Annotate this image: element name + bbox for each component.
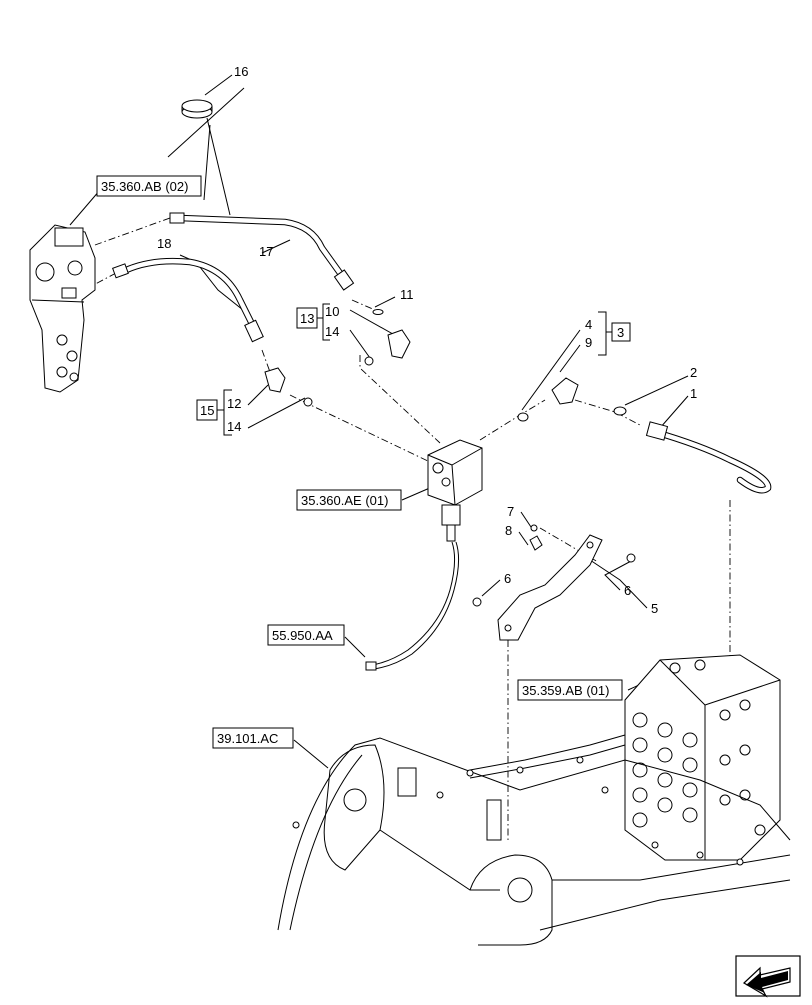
svg-text:39.101.AC: 39.101.AC bbox=[217, 731, 278, 746]
callout-1: 1 bbox=[690, 386, 697, 401]
loader-frame bbox=[277, 734, 791, 946]
group-box-3: 3 bbox=[598, 311, 631, 356]
reference-box-35-360-ab: 35.360.AB (02) bbox=[96, 175, 202, 197]
pump-assembly-left bbox=[29, 224, 96, 393]
svg-text:35.360.AB (02): 35.360.AB (02) bbox=[101, 179, 188, 194]
bracket-item-5 bbox=[472, 524, 636, 641]
callout-7: 7 bbox=[507, 504, 514, 519]
callout-17: 17 bbox=[259, 244, 273, 259]
callout-8: 8 bbox=[505, 523, 512, 538]
band-item-16 bbox=[181, 99, 213, 119]
callout-6b: 6 bbox=[624, 583, 631, 598]
svg-text:13: 13 bbox=[300, 311, 314, 326]
reference-box-35-360-ae: 35.360.AE (01) bbox=[296, 489, 402, 511]
svg-text:35.359.AB (01): 35.359.AB (01) bbox=[522, 683, 609, 698]
callout-labels: 16 17 18 11 10 14 12 14 4 9 2 1 7 8 6 6 … bbox=[157, 64, 697, 616]
group-box-13: 13 bbox=[296, 303, 330, 341]
callout-2: 2 bbox=[690, 365, 697, 380]
hose-18 bbox=[112, 257, 264, 343]
reference-box-55-950-aa: 55.950.AA bbox=[267, 624, 345, 646]
group-box-15: 15 bbox=[196, 389, 232, 436]
svg-text:55.950.AA: 55.950.AA bbox=[272, 628, 333, 643]
fittings bbox=[264, 309, 627, 422]
callout-12: 12 bbox=[227, 396, 241, 411]
navigation-arrow-icon[interactable] bbox=[735, 955, 801, 998]
callout-14a: 14 bbox=[325, 324, 339, 339]
leader-lines bbox=[69, 74, 689, 769]
hose-17 bbox=[169, 212, 355, 291]
control-valve-right bbox=[624, 654, 781, 861]
svg-text:15: 15 bbox=[200, 403, 214, 418]
spools bbox=[632, 659, 766, 836]
reference-box-35-359-ab: 35.359.AB (01) bbox=[517, 679, 623, 701]
callout-9: 9 bbox=[585, 335, 592, 350]
svg-text:3: 3 bbox=[617, 325, 624, 340]
reference-box-39-101-ac: 39.101.AC bbox=[212, 727, 294, 749]
callout-10: 10 bbox=[325, 304, 339, 319]
callout-18: 18 bbox=[157, 236, 171, 251]
svg-text:35.360.AE (01): 35.360.AE (01) bbox=[301, 493, 388, 508]
callout-11: 11 bbox=[400, 287, 414, 302]
callout-6a: 6 bbox=[504, 571, 511, 586]
callout-4: 4 bbox=[585, 317, 592, 332]
callout-14b: 14 bbox=[227, 419, 241, 434]
valve-block-center bbox=[365, 439, 483, 671]
callout-16: 16 bbox=[234, 64, 248, 79]
tube-item-1 bbox=[645, 421, 772, 494]
callout-5: 5 bbox=[651, 601, 658, 616]
